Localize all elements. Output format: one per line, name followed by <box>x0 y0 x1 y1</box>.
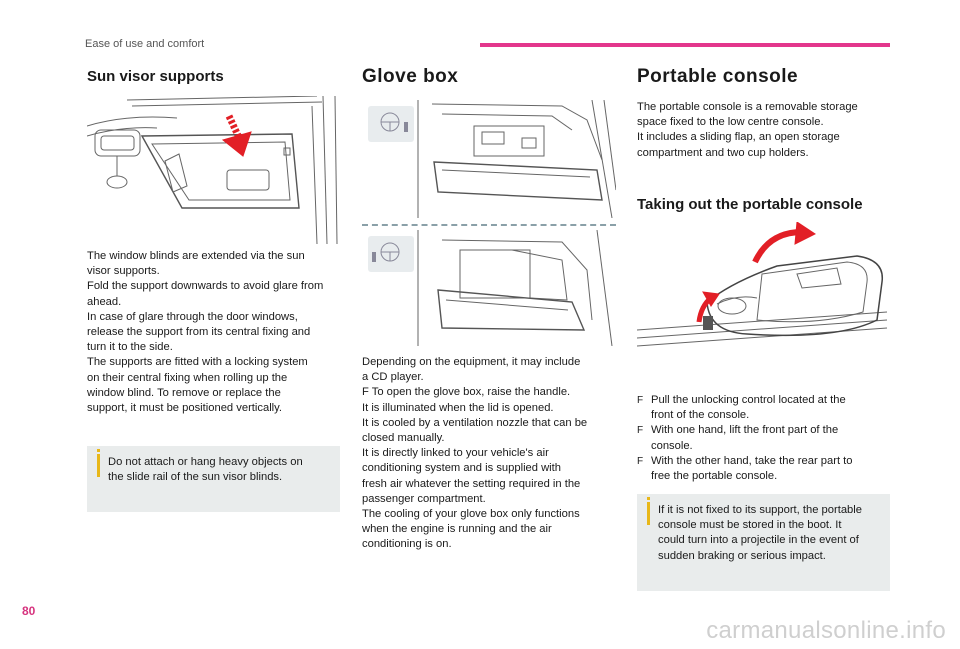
step-text: With one hand, lift the front part of th… <box>651 424 839 452</box>
sun-visor-note-text: Do not attach or hang heavy objects on t… <box>108 456 303 484</box>
sun-visor-body: The window blinds are extended via the s… <box>87 250 324 415</box>
sun-visor-note: Do not attach or hang heavy objects on t… <box>87 446 340 512</box>
info-icon <box>97 449 100 477</box>
glove-box-open-illustration <box>362 229 616 347</box>
watermark: carmanualsonline.info <box>706 617 946 644</box>
portable-console-illustration <box>636 221 890 360</box>
sun-visor-illustration <box>86 95 342 245</box>
glove-box-title: Glove box <box>362 66 459 87</box>
list-item: F Pull the unlocking control located at … <box>637 393 892 423</box>
image-divider <box>362 224 616 226</box>
list-item: F With one hand, lift the front part of … <box>637 423 892 453</box>
glove-box-body: Depending on the equipment, it may inclu… <box>362 356 588 551</box>
page-number: 80 <box>22 604 36 618</box>
portable-console-note: If it is not fixed to its support, the p… <box>637 494 890 591</box>
bullet-marker: F <box>637 455 644 467</box>
section-label: Ease of use and comfort <box>85 38 205 50</box>
header-accent-bar <box>480 43 890 47</box>
sun-visor-title: Sun visor supports <box>87 68 224 85</box>
info-icon <box>647 497 650 525</box>
list-item: F With the other hand, take the rear par… <box>637 454 892 484</box>
portable-console-intro: The portable console is a removable stor… <box>637 101 858 159</box>
bullet-marker: F <box>637 395 644 406</box>
step-text: Pull the unlocking control located at th… <box>651 394 846 422</box>
glove-box-closed-illustration <box>362 99 617 219</box>
portable-console-title: Portable console <box>637 66 799 87</box>
step-text: With the other hand, take the rear part … <box>651 454 853 483</box>
taking-out-subtitle: Taking out the portable console <box>637 196 863 213</box>
bullet-marker: F <box>637 425 644 437</box>
portable-console-note-text: If it is not fixed to its support, the p… <box>658 504 862 562</box>
removal-steps: F Pull the unlocking control located at … <box>637 393 892 484</box>
